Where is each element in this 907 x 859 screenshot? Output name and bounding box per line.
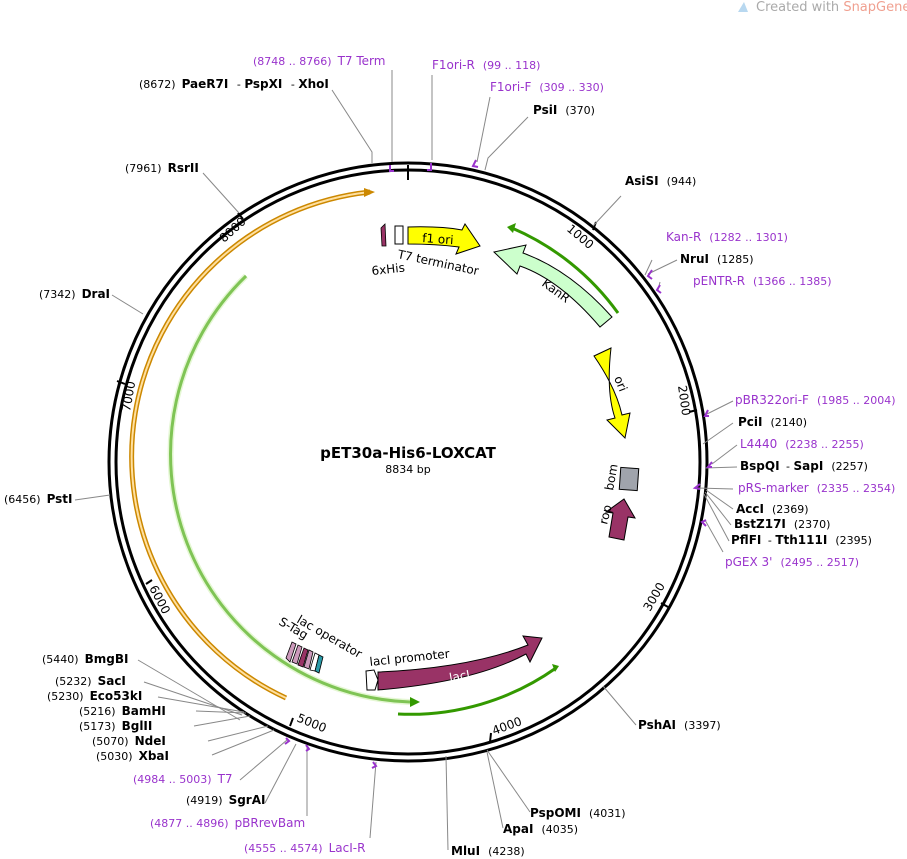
primer-kan-r: Kan-R(1282 .. 1301) bbox=[666, 230, 788, 244]
primer-pbr322ori-f: pBR322ori-F(1985 .. 2004) bbox=[735, 393, 896, 407]
tick-4000: 4000 bbox=[490, 714, 523, 738]
tick-7000: 7000 bbox=[119, 380, 138, 413]
his6-marker bbox=[380, 223, 387, 247]
plasmid-length: 8834 bp bbox=[385, 463, 430, 476]
site-drai: (7342)DraI bbox=[39, 287, 110, 301]
site-pshai: PshAI(3397) bbox=[638, 718, 721, 732]
laci-promoter-label: lacI promoter bbox=[369, 647, 450, 669]
f1-ori-arrow bbox=[407, 223, 481, 255]
stag-cluster bbox=[285, 641, 324, 674]
site-nrui: NruI(1285) bbox=[680, 252, 754, 266]
his6-label: 6xHis bbox=[371, 261, 406, 278]
site-bamhi: (5216)BamHI bbox=[79, 704, 166, 718]
primer-pbrrevbam: (4877 .. 4896)pBRrevBam bbox=[150, 816, 305, 830]
ori-label: ori bbox=[611, 374, 630, 394]
site-ndei: (5070)NdeI bbox=[92, 734, 166, 748]
kanr-arrow bbox=[492, 244, 613, 328]
tick-2000: 2000 bbox=[675, 384, 693, 416]
site-pflfi-tth111i: PflFI - Tth111I(2395) bbox=[731, 533, 872, 547]
laci-arrow bbox=[377, 635, 543, 691]
orange-orf-arc-glow bbox=[130, 191, 371, 699]
site-paer7i-xhoi: (8672)PaeR7I - PspXI - XhoI bbox=[139, 77, 329, 91]
plasmid-name: pET30a-His6-LOXCAT bbox=[320, 444, 496, 462]
site-mlui: MluI(4238) bbox=[451, 844, 525, 858]
primer-pentr-r: pENTR-R(1366 .. 1385) bbox=[693, 274, 832, 288]
site-pcii: PciI(2140) bbox=[738, 415, 807, 429]
site-acci: AccI(2369) bbox=[736, 502, 809, 516]
watermark-text: Created with SnapGene® bbox=[756, 0, 907, 15]
snapgene-logo-icon bbox=[738, 2, 748, 12]
tick-3000: 3000 bbox=[640, 580, 667, 613]
site-saci: (5232)SacI bbox=[55, 674, 126, 688]
site-rsrii: (7961)RsrII bbox=[125, 161, 199, 175]
primer-t7: (4984 .. 5003)T7 bbox=[133, 772, 233, 786]
site-apai: ApaI(4035) bbox=[503, 822, 578, 836]
ori-arrow bbox=[593, 347, 631, 440]
site-eco53ki: (5230)Eco53kI bbox=[47, 689, 142, 703]
rop-arrow bbox=[604, 498, 636, 541]
site-sgrai: (4919)SgrAI bbox=[186, 793, 265, 807]
laci-label: lacI bbox=[448, 668, 471, 685]
green-arc-bottom-arrow bbox=[552, 664, 559, 672]
t7-terminator-label: T7 terminator bbox=[395, 247, 480, 278]
tick-5000: 5000 bbox=[295, 711, 329, 735]
green-arc-kan bbox=[511, 226, 620, 314]
site-psii: PsiI(370) bbox=[533, 103, 595, 117]
site-psti: (6456)PstI bbox=[4, 492, 73, 506]
green-orf-arrow bbox=[410, 697, 420, 707]
primer-l4440: L4440(2238 .. 2255) bbox=[740, 437, 864, 451]
laci-promoter-arrow bbox=[365, 669, 379, 691]
snapgene-watermark: Created with SnapGene® bbox=[738, 0, 907, 15]
backbone-outer bbox=[107, 161, 709, 763]
site-asisi: AsiSI(944) bbox=[625, 174, 696, 188]
primer-f1ori-f: F1ori-F(309 .. 330) bbox=[490, 80, 604, 94]
primer-f1ori-r: F1ori-R(99 .. 118) bbox=[432, 58, 540, 72]
bom-box bbox=[618, 466, 640, 492]
orange-orf-arrow bbox=[364, 188, 375, 197]
primer-prs-marker: pRS-marker(2335 .. 2354) bbox=[738, 481, 895, 495]
site-xbai: (5030)XbaI bbox=[96, 749, 169, 763]
site-bstz17i: BstZ17I(2370) bbox=[734, 517, 830, 531]
bom-label: bom bbox=[602, 463, 620, 492]
primer-pgex3: pGEX 3'(2495 .. 2517) bbox=[725, 555, 859, 569]
rop-label: rop bbox=[596, 503, 614, 525]
primer-laci-r: (4555 .. 4574)LacI-R bbox=[244, 841, 365, 855]
site-pspomi: PspOMI(4031) bbox=[530, 806, 626, 820]
green-orf-arc-glow bbox=[167, 273, 411, 705]
green-arc-bottom bbox=[397, 666, 557, 716]
site-bglii: (5173)BglII bbox=[79, 719, 152, 733]
f1-ori-label: f1 ori bbox=[422, 231, 454, 247]
site-bspqi-sapi: BspQI - SapI(2257) bbox=[740, 459, 868, 473]
t7-terminator-marker bbox=[394, 225, 404, 245]
site-bmgbi: (5440)BmgBI bbox=[42, 652, 128, 666]
primer-markers bbox=[284, 159, 713, 769]
primer-t7term: (8748 .. 8766)T7 Term bbox=[253, 54, 385, 68]
green-arc-kan-arrow bbox=[507, 223, 516, 233]
leader-lines bbox=[74, 70, 738, 851]
